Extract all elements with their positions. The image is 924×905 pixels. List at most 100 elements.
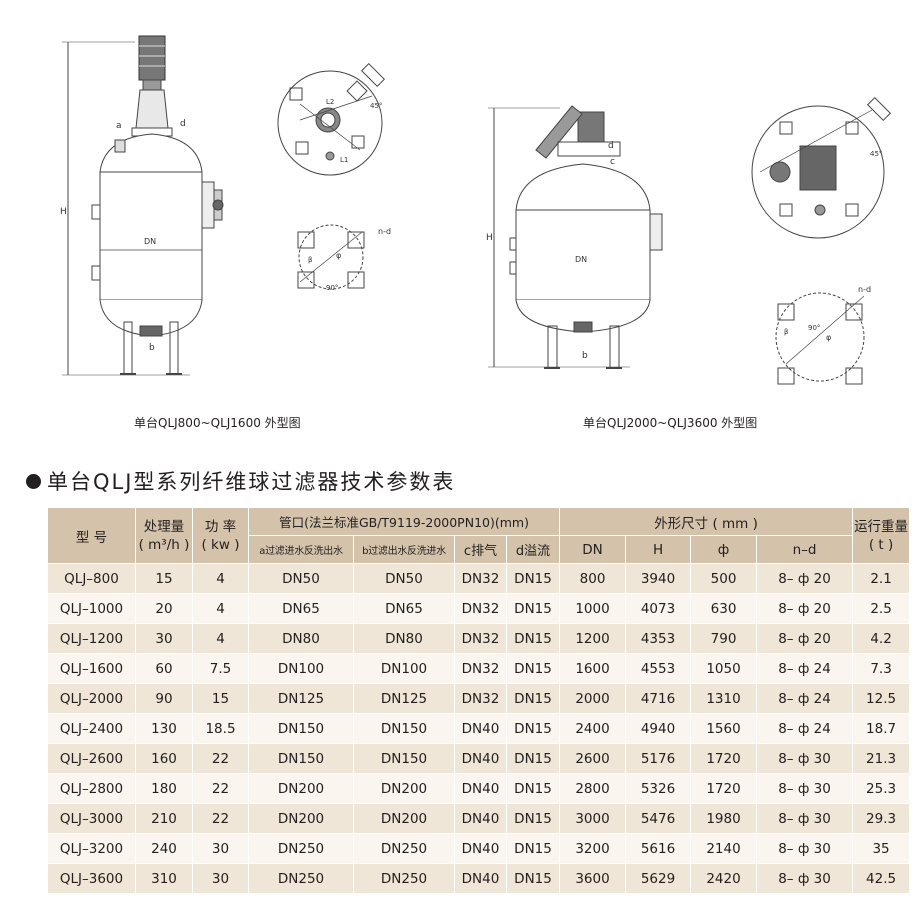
cell-dn: 2400 — [559, 713, 627, 744]
cell-weight: 2.1 — [852, 563, 911, 594]
left-beta-label: β — [308, 256, 312, 264]
cell-h: 5629 — [625, 863, 692, 894]
left-drawing-caption: 单台QLJ800~QLJ1600 外型图 — [134, 416, 301, 430]
cell-pipe-d: DN15 — [505, 713, 561, 744]
cell-dn: 2000 — [559, 683, 627, 714]
plan-45-label: 45° — [370, 102, 382, 110]
cell-power: 4 — [192, 623, 249, 654]
cell-nd: 8– ф 30 — [756, 743, 854, 774]
cell-dn: 1200 — [559, 623, 627, 654]
cell-capacity: 90 — [135, 683, 193, 714]
cell-weight: 25.3 — [852, 773, 911, 804]
cell-h: 5326 — [625, 773, 692, 804]
left-90-label: 90° — [326, 284, 338, 292]
port-d-label: d — [180, 119, 186, 129]
right-90-label: 90° — [808, 324, 820, 332]
header-power-label: 功 率 — [204, 518, 237, 535]
cell-model: QLJ–2400 — [47, 713, 136, 744]
cell-pipe-a: DN50 — [248, 563, 354, 594]
cell-pipe-a: DN250 — [248, 863, 354, 894]
cell-pipe-c: DN40 — [454, 743, 507, 774]
cell-power: 22 — [192, 803, 249, 834]
cell-h: 5176 — [625, 743, 692, 774]
cell-pipe-b: DN80 — [353, 623, 455, 654]
cell-phi: 1980 — [690, 803, 758, 834]
large-tank-elevation: H d c DN b — [486, 105, 663, 369]
header-pipe-a: a过滤进水反洗出水 — [248, 535, 354, 564]
cell-pipe-c: DN32 — [454, 563, 507, 594]
cell-model: QLJ–1000 — [47, 593, 136, 624]
cell-phi: 790 — [690, 623, 758, 654]
cell-pipe-d: DN15 — [505, 773, 561, 804]
cell-nd: 8– ф 30 — [756, 803, 854, 834]
cell-capacity: 160 — [135, 743, 193, 774]
cell-dn: 800 — [559, 563, 627, 594]
cell-model: QLJ–1200 — [47, 623, 136, 654]
cell-pipe-c: DN32 — [454, 623, 507, 654]
cell-dn: 2600 — [559, 743, 627, 774]
cell-dn: 2800 — [559, 773, 627, 804]
cell-h: 4553 — [625, 653, 692, 684]
r-port-c-label: c — [610, 157, 615, 167]
cell-weight: 2.5 — [852, 593, 911, 624]
cell-dn: 3200 — [559, 833, 627, 864]
cell-nd: 8– ф 30 — [756, 773, 854, 804]
header-power: 功 率 ( kw ) — [192, 507, 249, 564]
left-dn-label: DN — [144, 237, 156, 246]
cell-pipe-a: DN100 — [248, 653, 354, 684]
section-title-text: 单台QLJ型系列纤维球过滤器技术参数表 — [47, 470, 456, 494]
header-pipe-c: c排气 — [454, 535, 507, 564]
plan-l1-label: L1 — [340, 156, 348, 164]
cell-pipe-d: DN15 — [505, 653, 561, 684]
cell-pipe-a: DN150 — [248, 713, 354, 744]
cell-nd: 8– ф 24 — [756, 713, 854, 744]
cell-pipe-a: DN150 — [248, 743, 354, 774]
right-phi-label: φ — [826, 333, 831, 342]
cell-phi: 2420 — [690, 863, 758, 894]
cell-nd: 8– ф 24 — [756, 653, 854, 684]
right-beta-label: β — [784, 328, 788, 336]
cell-phi: 1050 — [690, 653, 758, 684]
cell-nd: 8– ф 20 — [756, 623, 854, 654]
cell-pipe-d: DN15 — [505, 623, 561, 654]
cell-capacity: 180 — [135, 773, 193, 804]
cell-pipe-b: DN100 — [353, 653, 455, 684]
cell-pipe-d: DN15 — [505, 683, 561, 714]
bullet-icon — [26, 473, 41, 489]
cell-capacity: 130 — [135, 713, 193, 744]
cell-dn: 1600 — [559, 653, 627, 684]
cell-nd: 8– ф 24 — [756, 683, 854, 714]
cell-nd: 8– ф 30 — [756, 863, 854, 894]
cell-pipe-c: DN40 — [454, 863, 507, 894]
cell-h: 5616 — [625, 833, 692, 864]
cell-pipe-a: DN250 — [248, 833, 354, 864]
cell-power: 22 — [192, 773, 249, 804]
cell-phi: 1560 — [690, 713, 758, 744]
cell-pipe-b: DN200 — [353, 803, 455, 834]
cell-pipe-b: DN200 — [353, 773, 455, 804]
small-tank-foot-pattern: n-d φ 90° β — [297, 224, 391, 292]
cell-pipe-d: DN15 — [505, 863, 561, 894]
cell-phi: 1720 — [690, 743, 758, 774]
cell-weight: 18.7 — [852, 713, 911, 744]
right-dn-label: DN — [575, 255, 587, 264]
cell-phi: 630 — [690, 593, 758, 624]
port-b-label: b — [149, 343, 155, 353]
header-model: 型 号 — [47, 507, 136, 564]
cell-pipe-a: DN200 — [248, 773, 354, 804]
cell-power: 4 — [192, 563, 249, 594]
cell-power: 30 — [192, 833, 249, 864]
r-port-d-label: d — [608, 141, 614, 151]
header-dim-h: H — [625, 535, 692, 564]
header-pipe-group: 管口(法兰标准GB/T9119-2000PN10)(mm) — [247, 507, 561, 536]
header-dim-phi: ф — [690, 535, 758, 564]
cell-weight: 21.3 — [852, 743, 911, 774]
header-pipe-b: b过滤出水反洗进水 — [353, 535, 455, 564]
cell-model: QLJ–1600 — [47, 653, 136, 684]
